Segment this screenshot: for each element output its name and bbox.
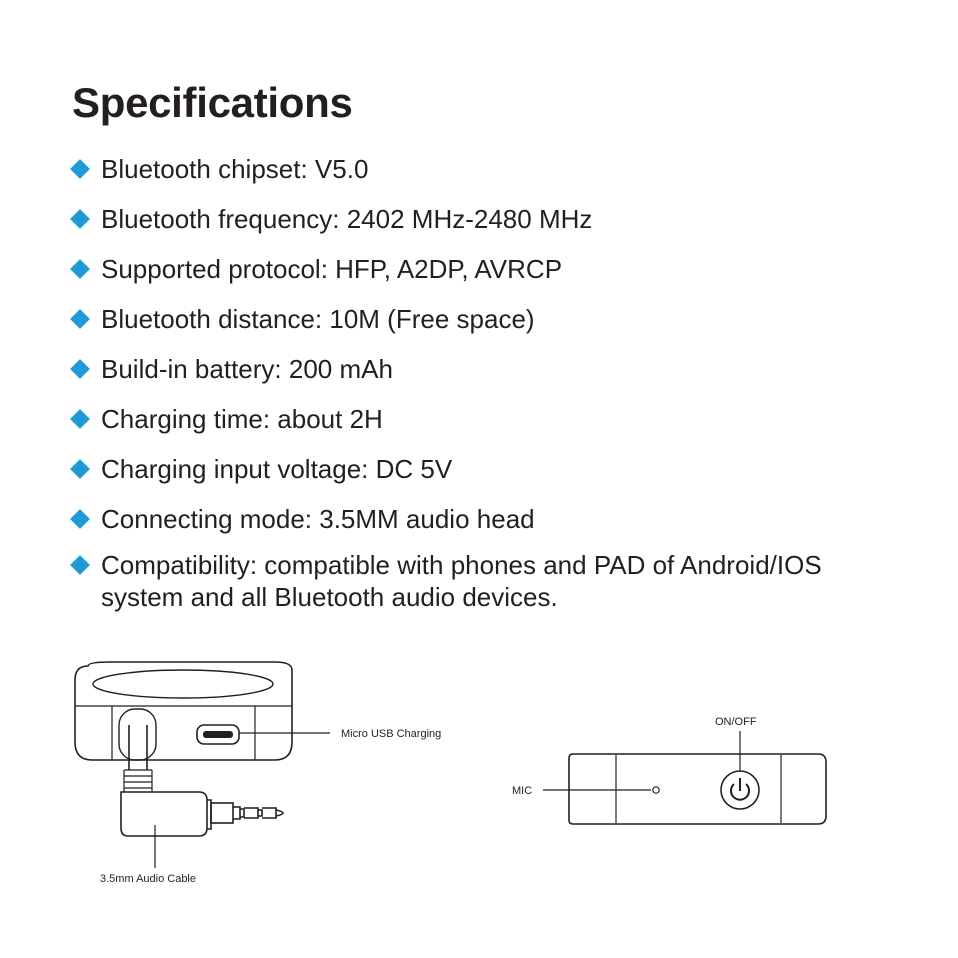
- diamond-bullet-icon: [70, 509, 90, 529]
- diamond-bullet-icon: [70, 409, 90, 429]
- compatibility-line-2: system and all Bluetooth audio devices.: [101, 582, 558, 612]
- compatibility-line-1: Compatibility: compatible with phones an…: [101, 550, 822, 580]
- power-icon: [730, 778, 750, 801]
- spec-text: Charging input voltage: DC 5V: [101, 454, 453, 484]
- device-angled-view: [74, 661, 293, 837]
- device-diagram: Micro USB Charging 3.5mm Audio Cable ON/…: [74, 661, 827, 885]
- audio-jack-icon: [210, 802, 284, 824]
- spec-text: Bluetooth frequency: 2402 MHz-2480 MHz: [101, 204, 593, 234]
- diamond-bullet-icon: [70, 259, 90, 279]
- spec-text: Supported protocol: HFP, A2DP, AVRCP: [101, 254, 563, 284]
- spec-text: Bluetooth distance: 10M (Free space): [101, 304, 535, 334]
- spec-text: Connecting mode: 3.5MM audio head: [101, 504, 535, 534]
- micro-usb-port-icon: [203, 731, 233, 738]
- page-title: Specifications: [72, 79, 353, 126]
- spec-list: Bluetooth chipset: V5.0 Bluetooth freque…: [70, 154, 822, 613]
- diamond-bullet-icon: [70, 309, 90, 329]
- spec-text: Build-in battery: 200 mAh: [101, 354, 393, 384]
- diamond-bullet-icon: [70, 209, 90, 229]
- diamond-bullet-icon: [70, 159, 90, 179]
- diamond-bullet-icon: [70, 359, 90, 379]
- diamond-bullet-icon: [70, 459, 90, 479]
- audio-cable-label: 3.5mm Audio Cable: [100, 873, 196, 885]
- device-front-view: [568, 753, 827, 825]
- spec-text: Charging time: about 2H: [101, 404, 383, 434]
- micro-usb-label: Micro USB Charging: [341, 728, 441, 740]
- spec-text: Bluetooth chipset: V5.0: [101, 154, 369, 184]
- on-off-label: ON/OFF: [715, 716, 757, 728]
- spec-text: Compatibility: compatible with phones an…: [101, 549, 822, 613]
- mic-label: MIC: [512, 785, 532, 797]
- mic-hole-icon: [652, 786, 660, 794]
- diamond-bullet-icon: [70, 555, 90, 575]
